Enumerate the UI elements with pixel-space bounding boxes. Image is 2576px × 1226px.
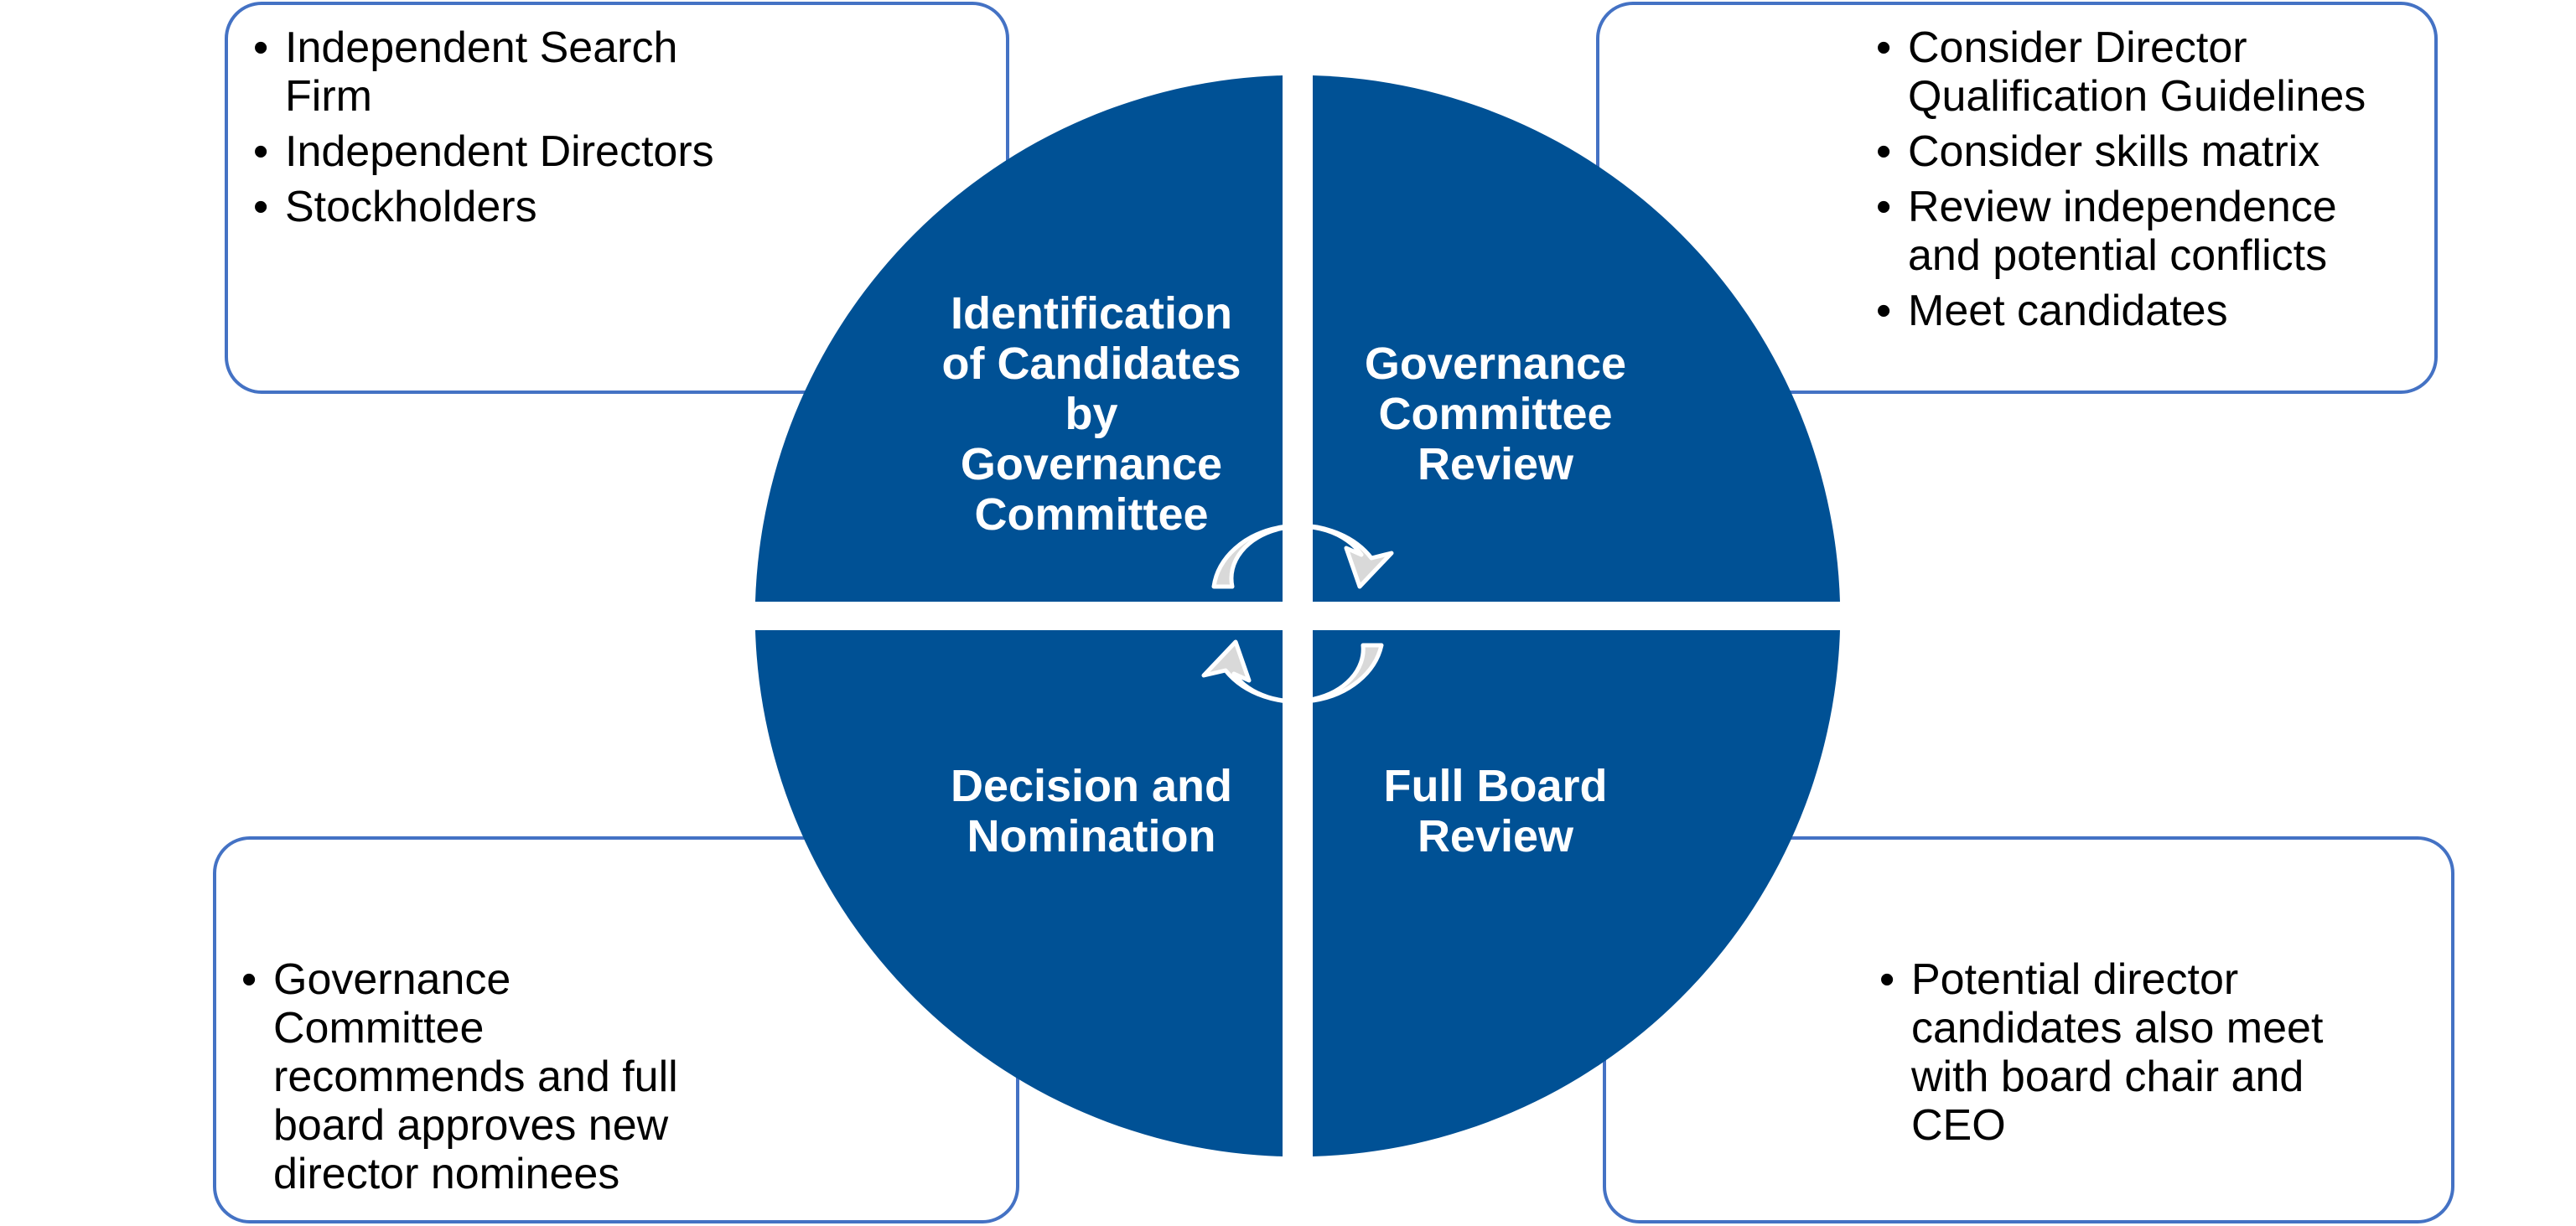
bullet-icon: •	[1876, 183, 1892, 231]
quadrant-label-line: Review	[1418, 811, 1574, 861]
list-item-line: candidates also meet	[1911, 1004, 2324, 1053]
list-item: • Stockholders	[228, 183, 1006, 231]
list-item-line: Potential director	[1911, 955, 2239, 1004]
list-item-line: Independent Directors	[285, 127, 714, 176]
bullet-icon: •	[1876, 287, 1892, 335]
list-item: • Independent Directors	[228, 127, 1006, 176]
list-item-line: with board chair and	[1911, 1053, 2304, 1101]
list-item-line: board approves new	[273, 1101, 669, 1150]
list-item-line: and potential conflicts	[1908, 231, 2328, 280]
list-item-line: Committee	[273, 1004, 485, 1053]
bullet-icon: •	[1876, 127, 1892, 176]
list-item-line: Meet candidates	[1908, 287, 2228, 335]
quadrant-label-line: Governance	[961, 439, 1222, 489]
bullet-icon: •	[253, 23, 269, 72]
circular-arrows-icon	[1201, 523, 1394, 704]
list-item-line: Firm	[285, 72, 372, 121]
cycle-arrow-bottom	[1201, 639, 1384, 704]
list-item-line: Review independence	[1908, 183, 2337, 231]
quadrant-identification	[755, 75, 1283, 602]
list-item-line: Consider Director	[1908, 23, 2247, 72]
quadrant-decision-nomination	[755, 630, 1283, 1156]
quadrant-label-line: Committee	[1378, 389, 1612, 439]
list-item-line: Stockholders	[285, 183, 537, 231]
list-item-line: Independent Search	[285, 23, 678, 72]
quadrant-label-line: Identification	[951, 288, 1232, 339]
quadrant-committee-review	[1313, 75, 1840, 602]
bullet-icon: •	[241, 955, 257, 1004]
quadrant-full-board-review	[1313, 630, 1840, 1156]
quadrant-label-line: Committee	[974, 489, 1208, 540]
bullet-icon: •	[253, 127, 269, 176]
quadrant-label-line: Governance	[1365, 339, 1626, 389]
bullet-icon: •	[253, 183, 269, 231]
list-item-line: CEO	[1911, 1101, 2006, 1150]
quadrant-label-line: by	[1065, 389, 1117, 439]
circle-quadrants	[755, 75, 1840, 1156]
list-item: • Meet candidates	[1851, 287, 2434, 335]
quadrant-label-line: Nomination	[967, 811, 1216, 861]
bullet-icon: •	[1879, 955, 1895, 1004]
cycle-arrow-top	[1211, 523, 1394, 589]
bullet-icon: •	[1876, 23, 1892, 72]
quadrant-label-line: of Candidates	[941, 339, 1241, 389]
list-item-line: Governance	[273, 955, 511, 1004]
quadrant-label-line: Full Board	[1384, 761, 1608, 811]
list-item-line: recommends and full	[273, 1053, 678, 1101]
quadrant-label-line: Review	[1418, 439, 1574, 489]
list-item-line: Qualification Guidelines	[1908, 72, 2366, 121]
list-item-line: director nominees	[273, 1150, 620, 1198]
list-item: • Consider skills matrix	[1851, 127, 2434, 176]
quadrant-label-line: Decision and	[951, 761, 1232, 811]
list-item-line: Consider skills matrix	[1908, 127, 2320, 176]
